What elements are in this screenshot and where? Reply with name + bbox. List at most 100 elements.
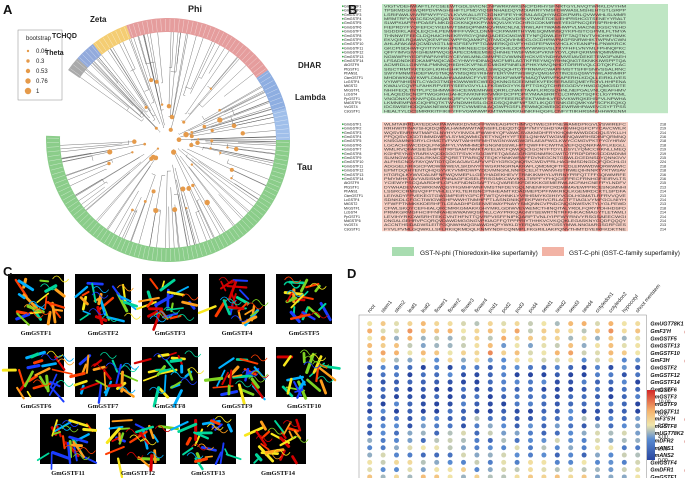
heatmap-cell [448,343,453,348]
heatmap-cell [461,387,466,392]
heatmap-cell [541,343,546,348]
heatmap-cell [608,416,613,421]
heatmap-cell [407,394,412,399]
heatmap-cell [635,467,640,472]
heatmap-cell [622,394,627,399]
heatmap-cell [488,460,493,465]
heatmap-cell [367,380,372,385]
heatmap-cell [635,416,640,421]
heatmap-cell [448,358,453,363]
heatmap-cell [528,460,533,465]
heatmap-cell [474,453,479,458]
heatmap-cell [434,387,439,392]
heatmap-cell [421,431,426,436]
heatmap-cell [448,409,453,414]
heatmap-cell [635,474,640,478]
heatmap-cell [394,365,399,370]
protein-label: GmGSTF12 [121,470,155,477]
heatmap-cell [528,445,533,450]
heatmap-cell [568,365,573,370]
heatmap-column-label: leaf1 [407,302,419,315]
heatmap-cell [595,423,600,428]
legend-swatch-green [392,247,414,256]
heatmap-cell [595,416,600,421]
heatmap-cell [582,409,587,414]
heatmap-cell [541,416,546,421]
heatmap-cell [555,358,560,363]
heatmap-cell [528,423,533,428]
protein-label: GmGSTF11 [51,470,85,477]
heatmap-cell [582,358,587,363]
heatmap-cell [595,321,600,326]
heatmap-cell [608,453,613,458]
heatmap-cell [568,350,573,355]
heatmap-column-label: stem2 [393,300,407,315]
heatmap-cell [434,431,439,436]
heatmap-cell [381,409,386,414]
heatmap-cell [555,336,560,341]
heatmap-cell [608,409,613,414]
heatmap-cell [381,438,386,443]
heatmap-cell [488,431,493,436]
heatmap-cell [501,401,506,406]
heatmap-cell [421,328,426,333]
scale-label: 6.00 [658,423,668,429]
clade-label-theta: Theta [45,50,64,57]
heatmap-cell [622,423,627,428]
heatmap-column-label: root [367,303,378,314]
heatmap-cell [488,467,493,472]
protein-structure-gmgstf14: GmGSTF14 [245,414,308,477]
heatmap-cell [474,438,479,443]
heatmap-cell [501,328,506,333]
heatmap-cell [434,423,439,428]
sequence-name: CsGSTF1 [344,227,360,231]
heatmap-cell [367,394,372,399]
heatmap-cell [622,431,627,436]
heatmap-column-label: seed1 [541,300,555,315]
heatmap-cell [501,336,506,341]
heatmap-cell [515,423,520,428]
heatmap-cell [595,394,600,399]
heatmap-cell [474,416,479,421]
heatmap-cell [394,380,399,385]
heatmap-cell [622,365,627,370]
heatmap-cell [394,372,399,377]
heatmap-cell [582,401,587,406]
heatmap-cell [635,380,640,385]
heatmap-cell [555,423,560,428]
heatmap-cell [461,321,466,326]
heatmap-cell [595,445,600,450]
heatmap-cell [582,328,587,333]
scale-label: 10.00 [658,400,671,406]
heatmap-cell [501,409,506,414]
heatmap-cell [582,365,587,370]
heatmap-cell [635,394,640,399]
heatmap-cell [367,453,372,458]
protein-structure-gmgstf4: GmGSTF4 [199,274,268,337]
panel-label-a: A [3,2,12,17]
heatmap-cell [407,467,412,472]
heatmap-cell [595,387,600,392]
heatmap-cell [501,460,506,465]
heatmap-cell [555,438,560,443]
heatmap-cell [381,416,386,421]
heatmap-cell [421,343,426,348]
heatmap-cell [367,409,372,414]
heatmap-cell [434,409,439,414]
heatmap-cell [608,467,613,472]
heatmap-cell [582,431,587,436]
heatmap-cell [555,387,560,392]
heatmap-cell [461,358,466,363]
heatmap-cell [407,336,412,341]
heatmap-cell [367,416,372,421]
heatmap-cell [595,328,600,333]
heatmap-cell [394,445,399,450]
heatmap-cell [582,423,587,428]
heatmap-cell [448,423,453,428]
protein-label: GmGSTF14 [261,470,296,477]
heatmap-cell [407,372,412,377]
heatmap-cell [381,387,386,392]
heatmap-cell [582,380,587,385]
heatmap-cell [461,394,466,399]
